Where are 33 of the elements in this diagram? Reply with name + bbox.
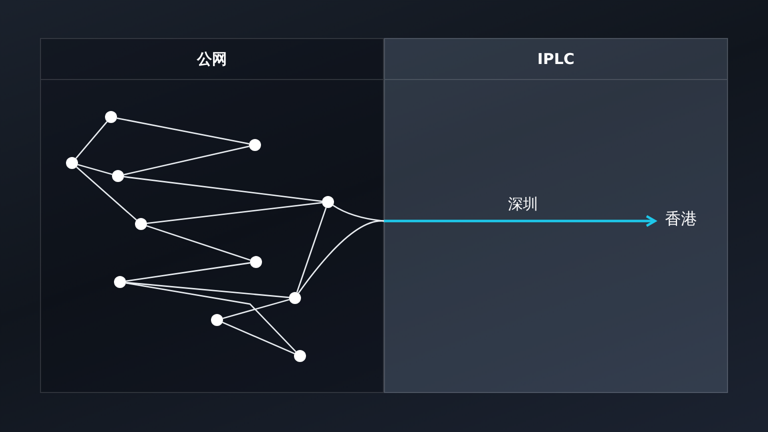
connector-line [296, 207, 327, 293]
connector-line [75, 121, 108, 159]
connector-line [126, 282, 290, 298]
network-node [289, 292, 301, 304]
network-node [249, 139, 261, 151]
connector-line [222, 322, 295, 354]
panel [40, 38, 384, 393]
network-node [322, 196, 334, 208]
connector-line [124, 146, 250, 176]
panel-title: IPLC [536, 50, 576, 68]
connector-line [124, 176, 322, 202]
connector-line [126, 282, 296, 352]
network-node [112, 170, 124, 182]
panel [384, 38, 728, 393]
edge-label: 深圳 [508, 195, 538, 214]
network-node [294, 350, 306, 362]
arrow [384, 215, 656, 227]
connector-line [116, 117, 250, 145]
network-node [211, 314, 223, 326]
connector-line [78, 164, 112, 176]
network-node [135, 218, 147, 230]
panel-title: 公网 [196, 50, 228, 69]
city-label: 香港 [665, 209, 697, 230]
connector-line [146, 202, 322, 224]
connector-line [146, 225, 251, 261]
connector-line [222, 298, 290, 320]
connector-line [298, 220, 384, 294]
network-node [66, 157, 78, 169]
connector-line [126, 262, 250, 282]
network-node [250, 256, 262, 268]
network-node [105, 111, 117, 123]
connector-line [76, 166, 137, 221]
network-node [114, 276, 126, 288]
